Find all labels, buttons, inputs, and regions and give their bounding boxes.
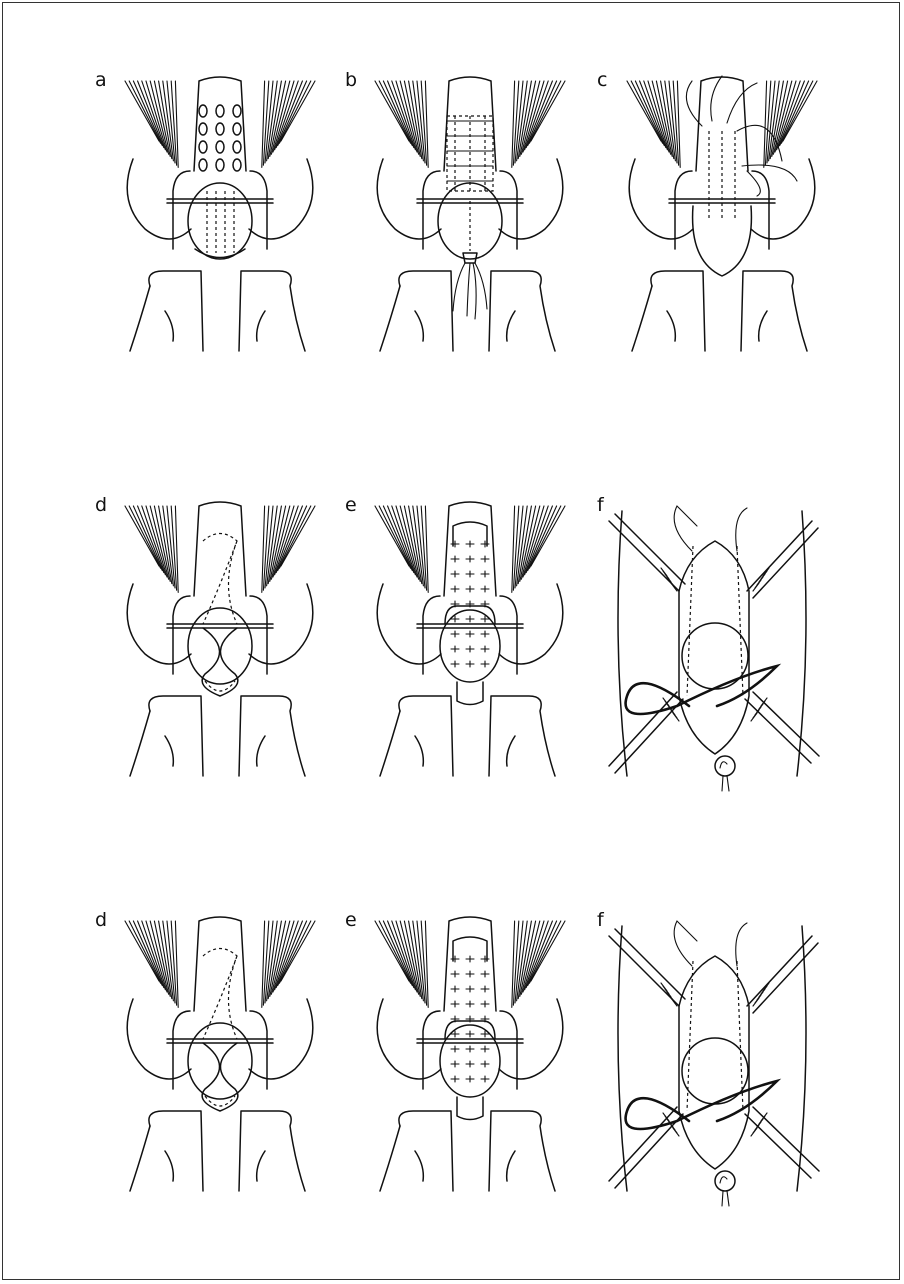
panel-a: a	[95, 71, 345, 371]
panel-c: c	[597, 71, 847, 371]
panel-d: d	[95, 496, 345, 796]
knee-illustration	[95, 71, 345, 371]
knee-illustration	[95, 911, 345, 1211]
panel-e: e	[345, 496, 595, 796]
panel-d: d	[95, 911, 345, 1211]
knee-illustration	[95, 496, 345, 796]
panel-f: f	[597, 496, 847, 796]
retractor-illustration	[597, 911, 847, 1211]
knee-illustration	[597, 71, 847, 371]
retractor-illustration	[597, 496, 847, 796]
panel-b: b	[345, 71, 595, 371]
knee-illustration	[345, 496, 595, 796]
panel-f: f	[597, 911, 847, 1211]
panel-e: e	[345, 911, 595, 1211]
knee-illustration	[345, 911, 595, 1211]
knee-illustration	[345, 71, 595, 371]
